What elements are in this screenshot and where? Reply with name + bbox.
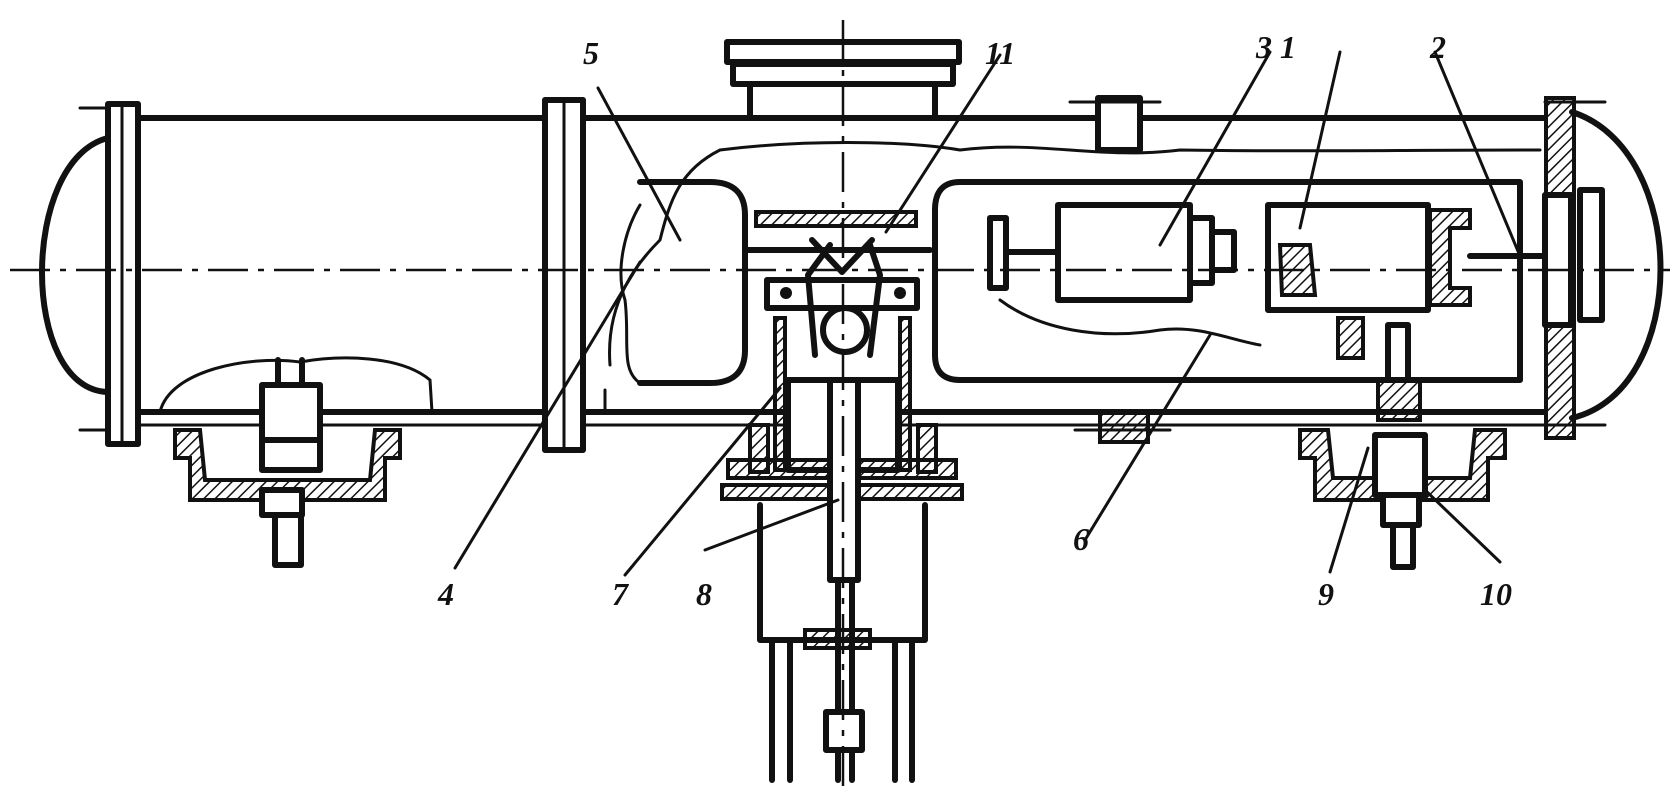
leader-lines: [453, 50, 1522, 577]
callout-4: 4: [437, 576, 454, 612]
callout-7: 7: [612, 576, 630, 612]
right-bottom-seal: [1298, 322, 1507, 570]
centerlines: [10, 20, 1670, 792]
internal-vessel-5: [619, 179, 748, 386]
top-boss: [1068, 95, 1162, 153]
callout-10: 10: [1480, 576, 1512, 612]
rod-2: [1428, 192, 1574, 328]
mechanism-1: [1265, 202, 1431, 360]
callout-6: 6: [1073, 521, 1089, 557]
callout-2: 2: [1429, 29, 1446, 65]
cutaway-center: [603, 141, 1542, 414]
callout-8: 8: [696, 576, 712, 612]
internal-chamber-6: [932, 179, 1523, 383]
callout-5: 5: [583, 35, 599, 71]
callout-11: 11: [985, 35, 1015, 71]
bottom-boss: [1073, 410, 1172, 444]
bus-bar-11: [745, 210, 933, 253]
callout-9: 9: [1318, 576, 1334, 612]
callout-3: 3: [1255, 29, 1272, 65]
left-end-flange: [105, 101, 141, 447]
callout-labels: 1 2 3 4 5 6 7 8 9 10 11: [437, 29, 1512, 612]
left-bottom-seal: [173, 357, 402, 568]
callout-1: 1: [1280, 29, 1296, 65]
middle-flange: [542, 97, 586, 453]
contact-assembly-3: [987, 202, 1237, 303]
